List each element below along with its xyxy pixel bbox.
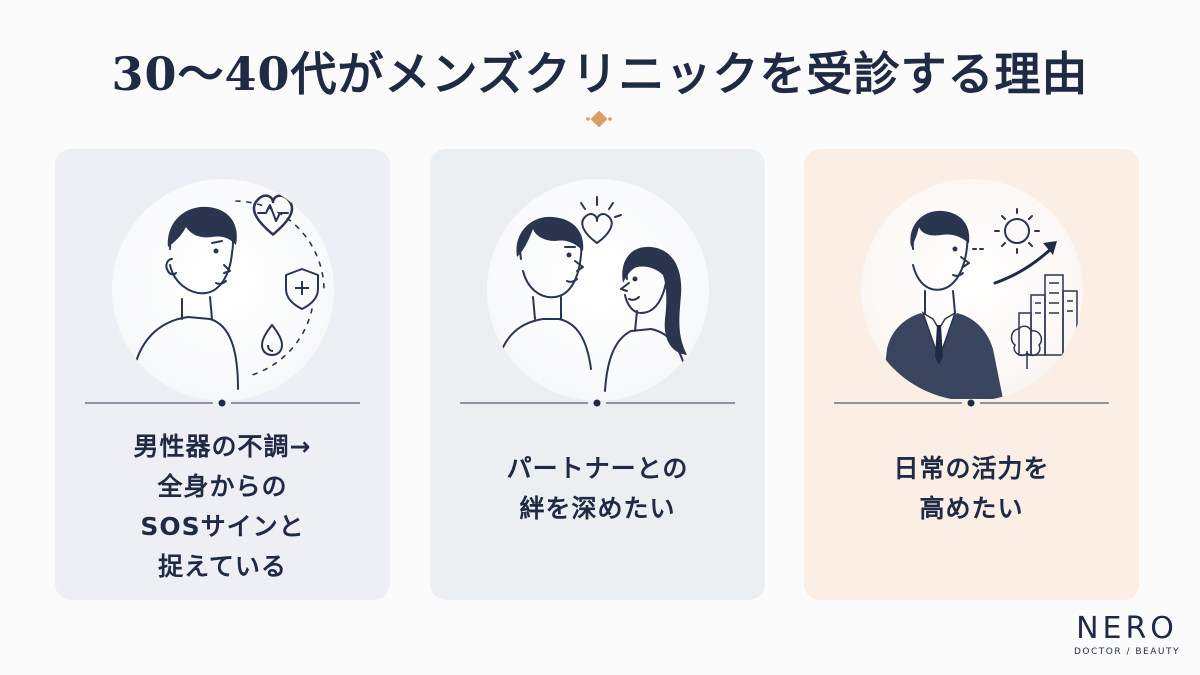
card-separator [834,399,1109,407]
sun-icon [994,208,1040,254]
card-text: パートナーとの 絆を深めたい [506,454,689,523]
reason-card-3: 日常の活力を 高めたい [804,149,1139,600]
logo-name: NERO [1076,611,1178,646]
shield-plus-icon [285,268,319,310]
droplet-icon [261,324,283,356]
couple-illustration [487,179,709,401]
reason-card-2: パートナーとの 絆を深めたい [430,149,765,600]
man-health-illustration [112,179,334,401]
brand-logo: NERO DOCTOR / BEAUTY [1074,612,1180,658]
card-text: 男性器の不調→ 全身からの SOSサインと 捉えている [133,432,312,581]
heart-pulse-icon [252,194,294,236]
heart-icon [580,196,622,244]
tree-icon [1010,325,1043,369]
page-title: 30〜40代がメンズクリニックを受診する理由 [111,47,1089,101]
card-separator [85,399,360,407]
arrow-up-icon [993,241,1057,285]
card-separator [460,399,735,407]
businessman-illustration [861,179,1083,401]
card-text: 日常の活力を 高めたい [893,454,1050,523]
title-divider [340,111,860,127]
reason-card-1: 男性器の不調→ 全身からの SOSサインと 捉えている [55,149,390,600]
logo-subtitle: DOCTOR / BEAUTY [1074,647,1180,657]
buildings-icon [1018,274,1078,356]
